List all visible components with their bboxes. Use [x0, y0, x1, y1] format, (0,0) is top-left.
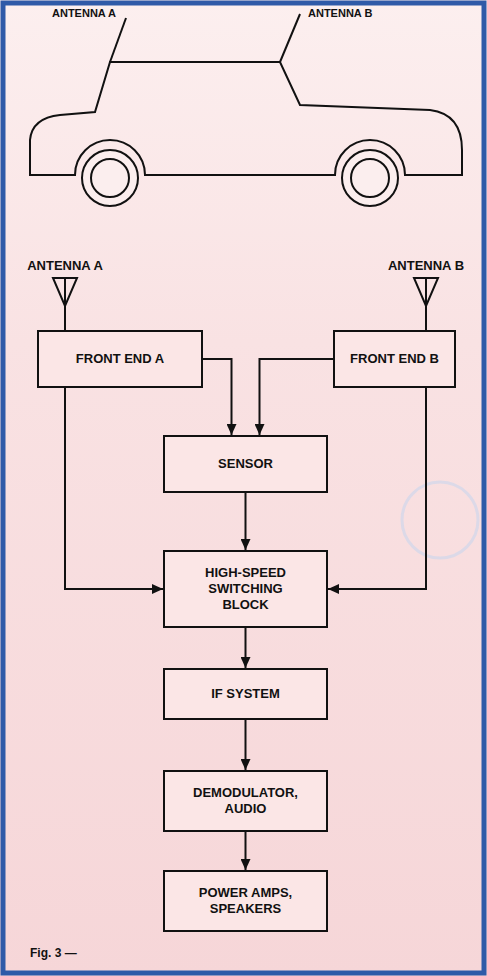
process-box: SENSOR — [163, 435, 328, 493]
car-wheel — [342, 150, 398, 206]
antenna-symbol: ANTENNA B — [376, 258, 476, 310]
box-label: FRONT END A — [76, 351, 164, 367]
antenna-mast — [110, 18, 126, 62]
signal-line — [260, 359, 334, 435]
car-hubcap — [91, 159, 129, 197]
antenna-stem — [425, 278, 427, 310]
process-box: IF SYSTEM — [163, 668, 328, 720]
process-box: HIGH-SPEED SWITCHING BLOCK — [163, 550, 328, 628]
signal-line — [328, 388, 426, 589]
box-label: POWER AMPS, SPEAKERS — [177, 885, 314, 917]
signal-line — [425, 310, 427, 330]
process-box: POWER AMPS, SPEAKERS — [163, 870, 328, 932]
process-box: DEMODULATOR, AUDIO — [163, 770, 328, 832]
blue-frame — [3, 3, 484, 973]
antenna-glyph — [376, 276, 476, 310]
signal-line — [65, 388, 163, 589]
faint-circle — [402, 482, 478, 558]
car-illustration — [30, 14, 462, 206]
process-box: FRONT END A — [37, 330, 203, 388]
figure-caption: Fig. 3 — — [30, 946, 77, 960]
antenna-stem — [64, 278, 66, 310]
car-wheel — [82, 150, 138, 206]
box-label: FRONT END B — [350, 351, 439, 367]
signal-line — [203, 359, 232, 435]
antenna-mast — [280, 14, 300, 62]
signal-line — [245, 832, 247, 870]
box-label: IF SYSTEM — [211, 686, 280, 702]
signal-line — [245, 720, 247, 770]
antenna-symbol: ANTENNA A — [15, 258, 115, 310]
car-hubcap — [351, 159, 389, 197]
signal-line — [245, 493, 247, 550]
box-label: HIGH-SPEED SWITCHING BLOCK — [187, 565, 304, 613]
antenna-label: ANTENNA A — [27, 258, 103, 274]
signal-line — [64, 310, 66, 330]
box-label: DEMODULATOR, AUDIO — [177, 785, 314, 817]
antenna-glyph — [15, 276, 115, 310]
process-box: FRONT END B — [333, 330, 456, 388]
antenna-label: ANTENNA B — [388, 258, 464, 274]
antenna-callout: ANTENNA A — [52, 6, 116, 20]
box-label: SENSOR — [218, 456, 273, 472]
signal-line — [245, 628, 247, 668]
antenna-callout: ANTENNA B — [308, 6, 372, 20]
